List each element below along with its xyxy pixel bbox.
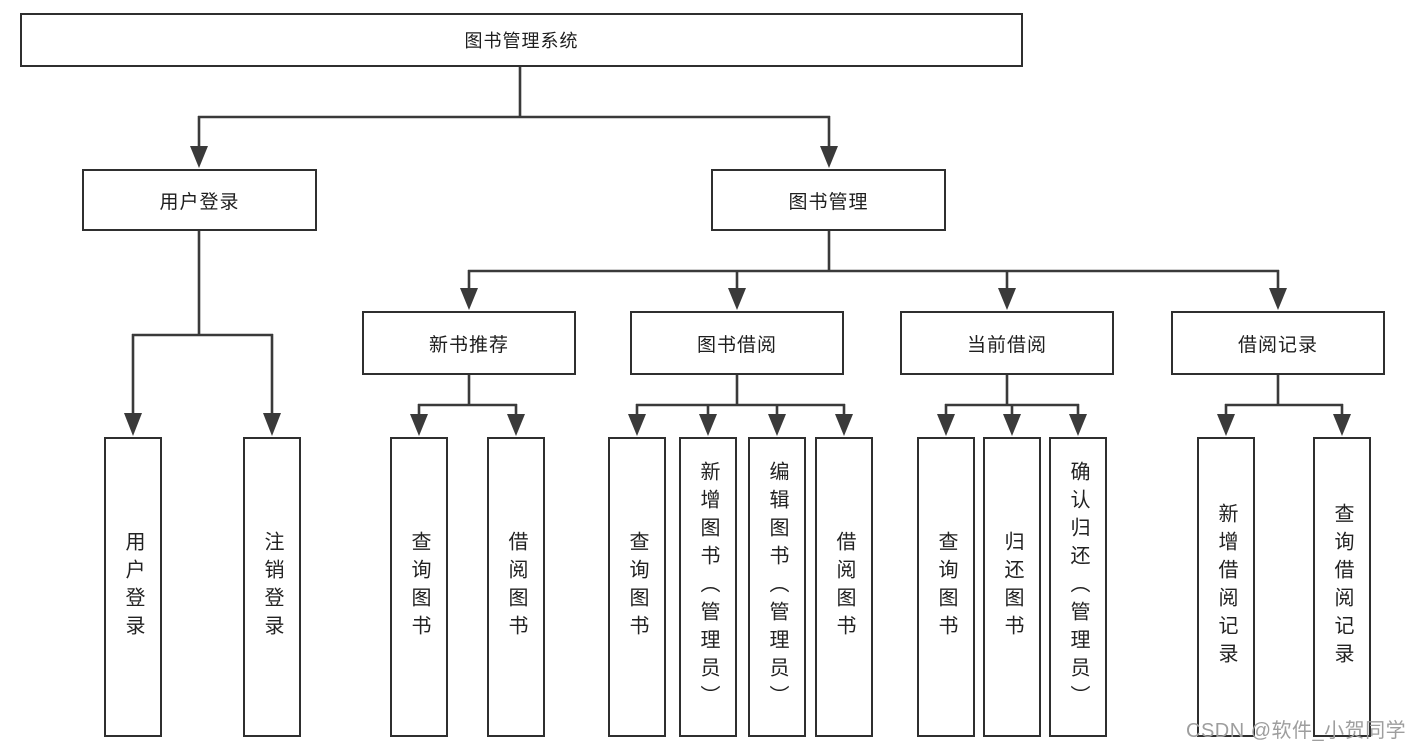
node-label: 用户登录: [159, 191, 240, 213]
node-book-borrow: 图书借阅: [630, 311, 844, 375]
leaf-label: 归还图书: [1001, 531, 1023, 643]
leaf-label: 查询图书: [626, 531, 648, 643]
node-label: 当前借阅: [966, 334, 1047, 356]
leaf-label: 借阅图书: [505, 531, 527, 643]
node-new-book-recommend: 新书推荐: [362, 311, 576, 375]
node-label: 借阅记录: [1237, 334, 1318, 356]
leaf-label: 查询图书: [935, 531, 957, 643]
connector-user-login-to-leaves: [124, 230, 281, 436]
node-label: 新书推荐: [428, 334, 509, 356]
leaf-label: 注销登录: [261, 531, 283, 643]
leaf-logout: 注销登录: [243, 437, 301, 737]
leaf-edit-books-admin: 编辑图书（管理员）: [748, 437, 806, 737]
leaf-add-borrow-record: 新增借阅记录: [1197, 437, 1255, 737]
connector-book-management-to-level3: [460, 230, 1287, 310]
node-user-login: 用户登录: [82, 169, 317, 231]
leaf-recommend-borrow-books: 借阅图书: [487, 437, 545, 737]
leaf-label: 查询借阅记录: [1331, 503, 1353, 671]
leaf-label: 查询图书: [408, 531, 430, 643]
node-label: 图书管理: [788, 191, 869, 213]
connector-root-to-level2: [190, 66, 838, 168]
leaf-label: 用户登录: [122, 531, 144, 643]
leaf-borrow-books: 借阅图书: [815, 437, 873, 737]
leaf-add-books-admin: 新增图书（管理员）: [679, 437, 737, 737]
leaf-return-books: 归还图书: [983, 437, 1041, 737]
node-current-borrow: 当前借阅: [900, 311, 1114, 375]
connector-new-book-recommend-to-leaves: [410, 374, 525, 436]
node-root-system: 图书管理系统: [20, 13, 1023, 67]
node-book-management: 图书管理: [711, 169, 946, 231]
leaf-borrow-query-books: 查询图书: [608, 437, 666, 737]
leaf-label: 确认归还（管理员）: [1067, 461, 1089, 713]
leaf-query-borrow-record: 查询借阅记录: [1313, 437, 1371, 737]
leaf-recommend-query-books: 查询图书: [390, 437, 448, 737]
leaf-current-query-books: 查询图书: [917, 437, 975, 737]
connector-current-borrow-to-leaves: [937, 374, 1087, 436]
leaf-confirm-return-admin: 确认归还（管理员）: [1049, 437, 1107, 737]
leaf-user-login: 用户登录: [104, 437, 162, 737]
leaf-label: 编辑图书（管理员）: [766, 461, 788, 713]
node-label: 图书管理系统: [464, 31, 579, 51]
connector-borrow-records-to-leaves: [1217, 374, 1351, 436]
node-label: 图书借阅: [696, 334, 777, 356]
leaf-label: 新增借阅记录: [1215, 503, 1237, 671]
leaf-label: 新增图书（管理员）: [697, 461, 719, 713]
csdn-watermark: CSDN @软件_小贺同学: [1186, 720, 1405, 742]
leaf-label: 借阅图书: [833, 531, 855, 643]
connector-book-borrow-to-leaves: [628, 374, 853, 436]
node-borrow-records: 借阅记录: [1171, 311, 1385, 375]
